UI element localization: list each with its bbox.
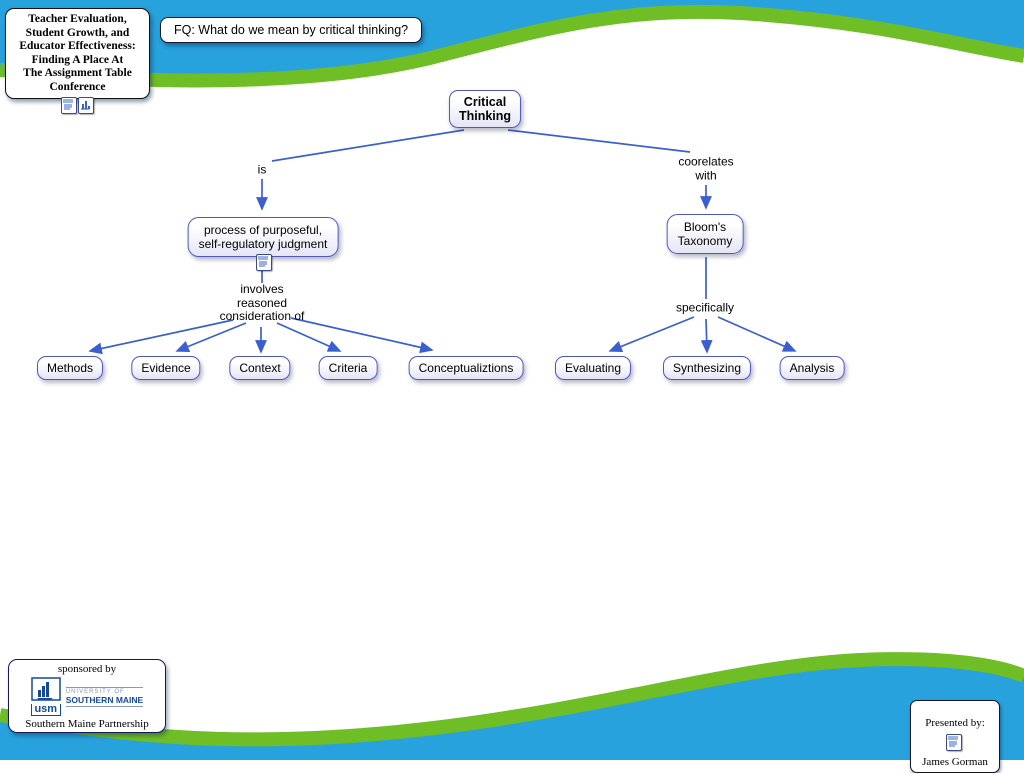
link-label-specifically[interactable]: specifically bbox=[675, 300, 735, 315]
link-line-ct-coorelates bbox=[507, 129, 691, 153]
node-synthesizing[interactable]: Synthesizing bbox=[662, 356, 752, 380]
node-evaluating[interactable]: Evaluating bbox=[554, 356, 632, 380]
node-evidence[interactable]: Evidence bbox=[131, 356, 201, 380]
link-label-is[interactable]: is bbox=[257, 162, 267, 177]
presenter-name: James Gorman bbox=[922, 756, 988, 768]
link-label-coorelates-with[interactable]: coorelates with bbox=[678, 154, 734, 182]
usm-sail-icon bbox=[31, 677, 61, 701]
southern-maine-label: SOUTHERN MAINE bbox=[65, 694, 144, 707]
node-process-judgment[interactable]: process of purposeful, self-regulatory j… bbox=[187, 217, 339, 257]
presented-by-label: Presented by: bbox=[925, 717, 985, 729]
node-blooms-taxonomy[interactable]: Bloom's Taxonomy bbox=[666, 214, 744, 254]
link-label-involves-consideration[interactable]: involves reasoned consideration of bbox=[219, 281, 305, 323]
sponsored-by-label: sponsored by bbox=[57, 663, 117, 675]
resource-doc-icon[interactable] bbox=[61, 97, 77, 114]
usm-logo: usm bbox=[30, 677, 61, 716]
node-conceptualiztions[interactable]: Conceptualiztions bbox=[408, 356, 524, 380]
link-line-ct-is bbox=[271, 129, 465, 162]
resource-doc-icon[interactable] bbox=[256, 254, 272, 271]
node-context[interactable]: Context bbox=[229, 356, 291, 380]
link-line-specifically-analysis bbox=[717, 316, 797, 352]
focus-question[interactable]: FQ: What do we mean by critical thinking… bbox=[160, 17, 423, 43]
link-line-involves-conceptualiztions bbox=[290, 317, 434, 354]
link-line-involves-methods bbox=[88, 319, 234, 355]
resource-doc-icon[interactable] bbox=[946, 734, 962, 751]
university-of-label: UNIVERSITY OF bbox=[65, 686, 144, 695]
bottom-green-wave bbox=[0, 652, 1024, 747]
top-green-wave bbox=[0, 4, 1024, 88]
usm-acronym: usm bbox=[30, 704, 61, 716]
node-analysis[interactable]: Analysis bbox=[779, 356, 845, 380]
node-criteria[interactable]: Criteria bbox=[318, 356, 378, 380]
link-line-specifically-synthesizing bbox=[700, 318, 713, 354]
node-critical-thinking[interactable]: Critical Thinking bbox=[448, 90, 522, 128]
link-line-involves-evidence bbox=[175, 322, 247, 353]
resource-chart-icon[interactable] bbox=[78, 97, 94, 114]
link-line-involves-criteria bbox=[276, 322, 342, 352]
bottom-sea-shape bbox=[0, 659, 1024, 760]
node-methods[interactable]: Methods bbox=[36, 356, 104, 380]
partnership-label: Southern Maine Partnership bbox=[25, 718, 149, 730]
conference-title-box[interactable]: Teacher Evaluation, Student Growth, and … bbox=[5, 8, 150, 99]
link-line-specifically-evaluating bbox=[608, 316, 695, 353]
sponsor-box: sponsored by usm UNIVERSITY OF SOUTHERN … bbox=[8, 659, 166, 733]
